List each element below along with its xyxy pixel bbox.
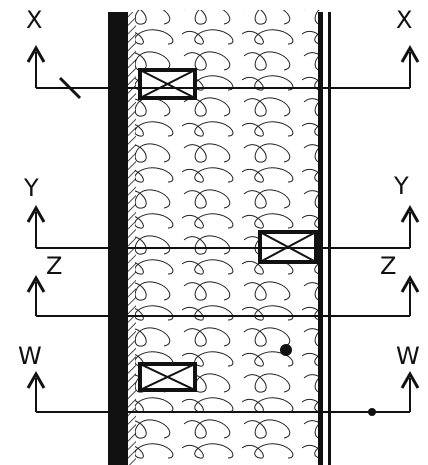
ink-stroke — [58, 76, 82, 100]
label-y-left: Y — [23, 174, 39, 202]
label-w-left: W — [18, 342, 42, 370]
section-line-y: Y Y — [23, 172, 420, 249]
label-z-right: Z — [380, 252, 396, 280]
left-wall-hatch — [127, 12, 136, 465]
label-w-right: W — [396, 342, 420, 370]
left-wall-solid — [108, 12, 128, 465]
right-wall-inner — [328, 12, 331, 465]
label-y-right: Y — [393, 172, 409, 200]
label-x-left: X — [26, 6, 42, 34]
section-line-x: X X — [26, 6, 420, 89]
label-z-left: Z — [46, 252, 62, 280]
stud-w — [138, 362, 197, 392]
ink-speck — [280, 344, 292, 356]
section-line-w: W W — [18, 342, 420, 413]
label-x-right: X — [396, 6, 412, 34]
ink-speck — [368, 408, 376, 416]
section-line-z: Z Z — [26, 252, 420, 317]
right-wall-outer — [318, 12, 323, 465]
stud-x — [138, 68, 197, 100]
